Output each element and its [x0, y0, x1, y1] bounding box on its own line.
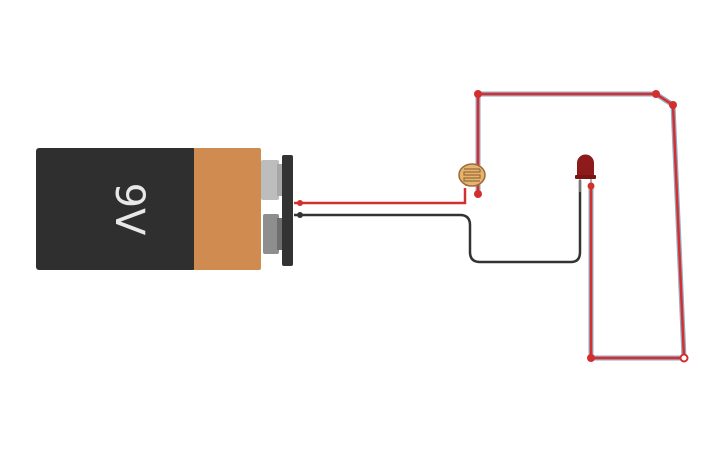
- battery-band: [194, 148, 261, 270]
- wire-joint[interactable]: [669, 101, 677, 109]
- battery-terminal-positive: [261, 160, 279, 200]
- photoresistor-icon[interactable]: [458, 163, 486, 187]
- battery-clip[interactable]: [282, 155, 293, 266]
- wire-joint[interactable]: [474, 190, 482, 198]
- wire-ldr-to-led[interactable]: [474, 90, 689, 363]
- led-anode-pin[interactable]: [587, 182, 595, 190]
- wire-joint[interactable]: [679, 353, 689, 363]
- battery-body: [36, 148, 196, 270]
- wire-positive-battery-to-ldr[interactable]: [294, 188, 467, 206]
- wire-joint[interactable]: [474, 90, 482, 98]
- wire-joint[interactable]: [652, 90, 660, 98]
- wire-negative-battery-to-led[interactable]: [294, 180, 582, 264]
- battery-label: 9V: [106, 183, 152, 236]
- wire-joint[interactable]: [587, 354, 595, 362]
- led-icon[interactable]: [575, 154, 596, 193]
- battery-positive-lead: [297, 200, 303, 206]
- battery-terminal-negative: [263, 214, 279, 254]
- battery-9v[interactable]: 9V: [36, 148, 293, 270]
- battery-negative-lead: [297, 212, 303, 218]
